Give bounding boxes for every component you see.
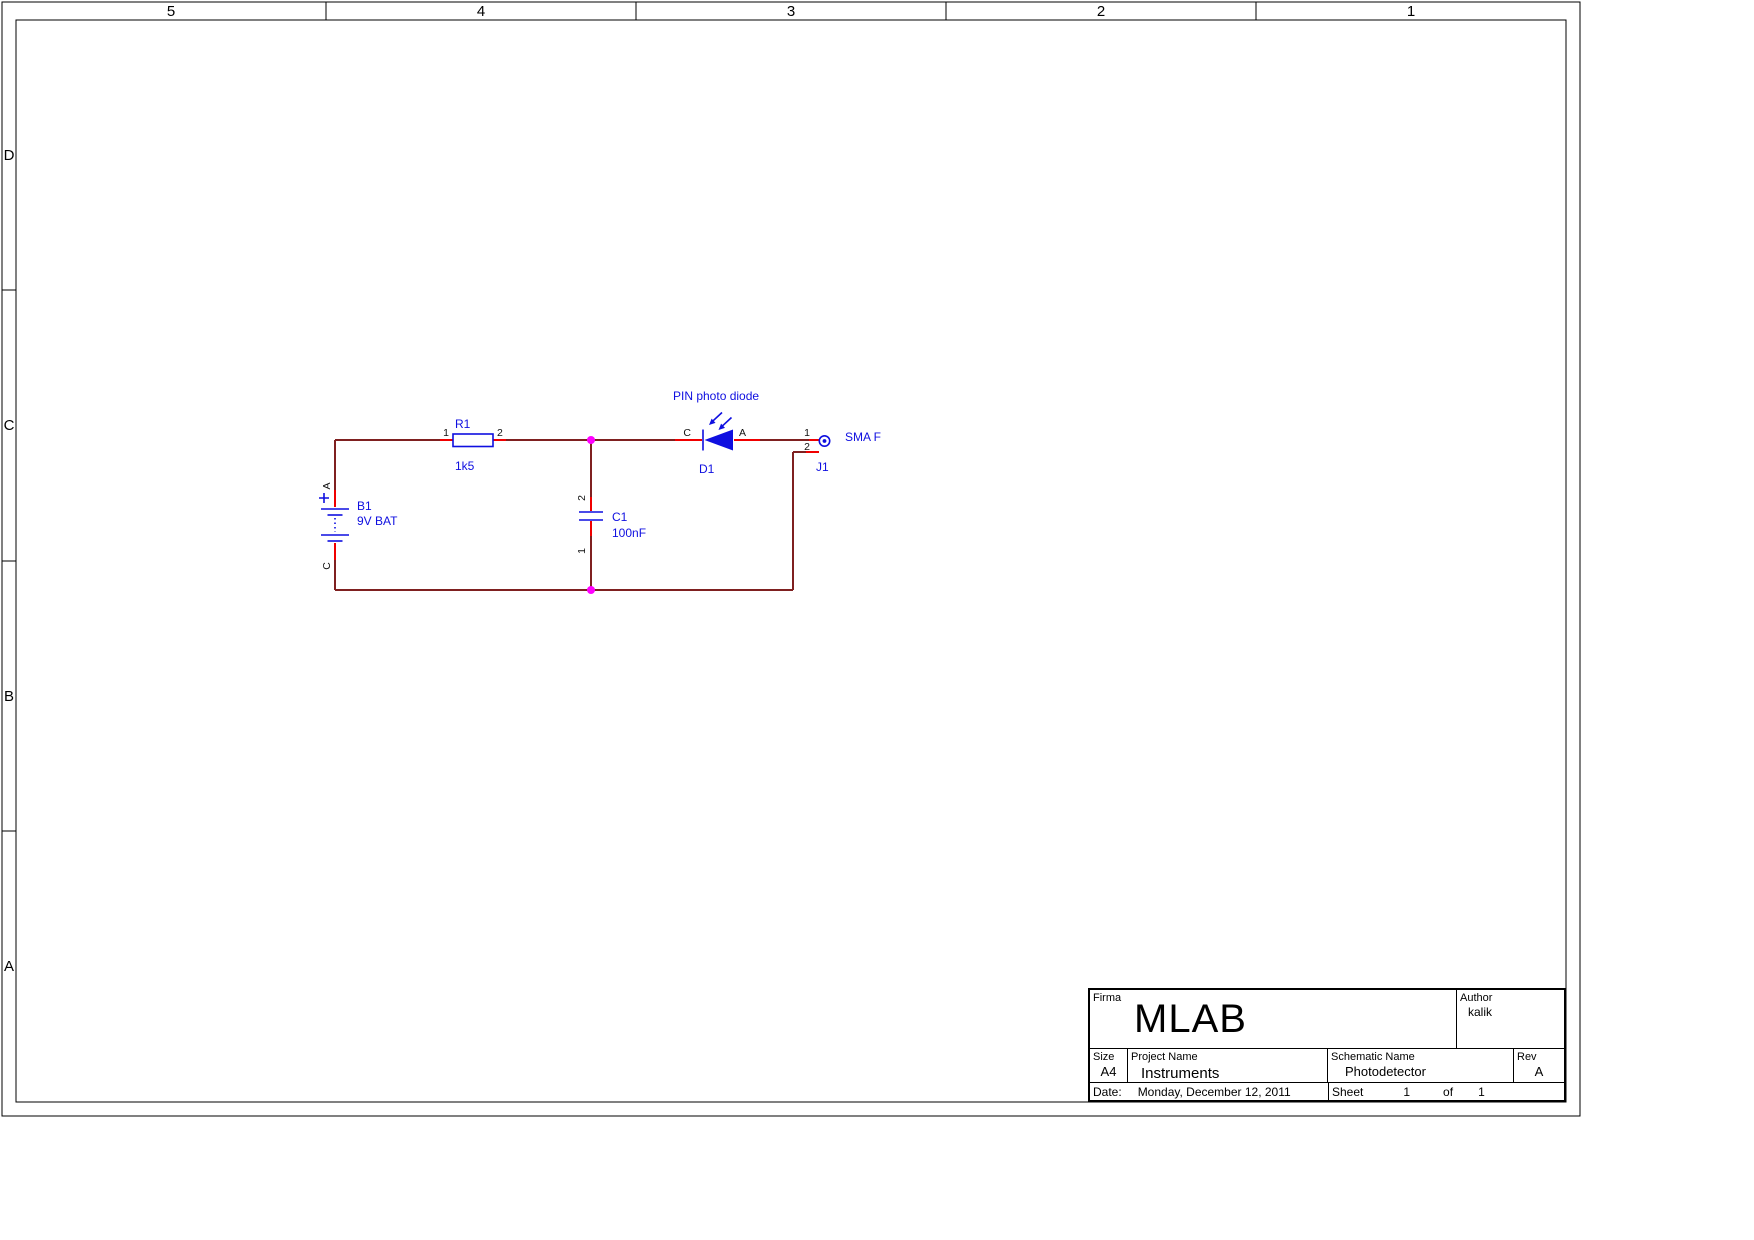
photodiode-symbol [702,411,733,451]
photodiode-refdes: D1 [699,462,715,476]
title-block-row-date: Date: Monday, December 12, 2011 Sheet 1 … [1090,1082,1564,1101]
resistor-value: 1k5 [455,459,475,473]
schematic-name-label: Schematic Name [1331,1051,1415,1063]
sheet-total: 1 [1478,1084,1485,1099]
photodiode-note: PIN photo diode [673,389,759,403]
zone-row-label: D [4,147,15,164]
zone-row-label: B [4,688,14,705]
rev-cell: Rev A [1513,1049,1564,1082]
project-name-label: Project Name [1131,1051,1198,1063]
photodiode-light-arrowhead [709,418,716,425]
size-cell: Size A4 [1090,1049,1127,1082]
battery-symbol [319,493,349,542]
author-cell: Author kalik [1456,990,1564,1048]
author-label: Author [1460,992,1493,1004]
zone-column-label: 3 [787,3,795,20]
project-cell: Project Name Instruments [1127,1049,1327,1082]
connector-value: SMA F [845,430,881,444]
battery-refdes: B1 [357,499,372,513]
date-label: Date: [1093,1084,1122,1099]
firma-label: Firma [1093,992,1122,1004]
capacitor-pin-label: 1 [576,548,588,554]
capacitor-symbol [579,511,603,521]
project-name: Instruments [1141,1065,1220,1082]
resistor-symbol [452,433,494,448]
connector-center-pin [822,439,827,443]
zone-column-label: 4 [477,3,485,20]
frame-inner-border [15,19,1567,1103]
sheet-number: 1 [1403,1084,1411,1099]
photodiode-pin-label: C [683,427,691,439]
capacitor-refdes: C1 [612,510,628,524]
wire [334,439,809,591]
connector-ring [818,434,831,447]
frame-column-ticks [325,2,1257,20]
sheet-size: A4 [1100,1064,1117,1079]
pin-stubs [334,439,819,560]
connector-symbol [818,434,831,447]
sheet-frame [1,1,1581,1117]
diode-triangle [704,429,733,451]
sheet-label: Sheet [1332,1084,1364,1099]
photodiode-pin-label: A [739,427,746,439]
date-value: Monday, December 12, 2011 [1137,1084,1291,1099]
capacitor-value: 100nF [612,526,646,540]
resistor-refdes: R1 [455,417,471,431]
title-block-row-names: Size A4 Project Name Instruments Schemat… [1090,1048,1564,1082]
connector-refdes: J1 [816,460,829,474]
company-name: MLAB [1134,997,1247,1041]
rev-label: Rev [1517,1051,1537,1063]
size-label: Size [1093,1051,1115,1063]
sheet-of-label: of [1443,1084,1454,1099]
zone-row-label: C [4,417,15,434]
schematic-name-cell: Schematic Name Photodetector [1327,1049,1513,1082]
title-block: Firma MLAB Author kalik Size A4 Project … [1088,988,1566,1102]
frame-outer-border [1,1,1581,1117]
junction-dot [587,436,595,444]
author-name: kalik [1468,1005,1493,1019]
zone-column-label: 2 [1097,3,1105,20]
junction-dot [587,586,595,594]
battery-pin-label: A [321,482,333,489]
battery-value: 9V BAT [357,514,398,528]
resistor-pin-label: 2 [497,427,503,439]
date-cell: Date: Monday, December 12, 2011 [1090,1083,1328,1101]
connector-pin-label: 2 [804,441,810,453]
sheet-cell: Sheet 1 of 1 [1328,1082,1564,1101]
photodiode-light-arrowhead [718,423,725,430]
zone-column-label: 5 [167,3,175,20]
battery-pin-label: C [321,562,333,570]
firma-cell: Firma MLAB [1090,990,1456,1048]
schematic-name: Photodetector [1345,1064,1426,1079]
capacitor-pin-label: 2 [576,495,588,501]
frame-row-ticks [2,289,16,832]
revision: A [1534,1064,1544,1079]
nets [334,439,819,591]
zone-row-label: A [4,958,14,975]
title-block-row-firma: Firma MLAB Author kalik [1090,990,1564,1048]
battery-plus-icon [319,493,329,503]
connector-pin-label: 1 [804,427,810,439]
resistor-pin-label: 1 [443,427,449,439]
zone-column-label: 1 [1407,3,1415,20]
